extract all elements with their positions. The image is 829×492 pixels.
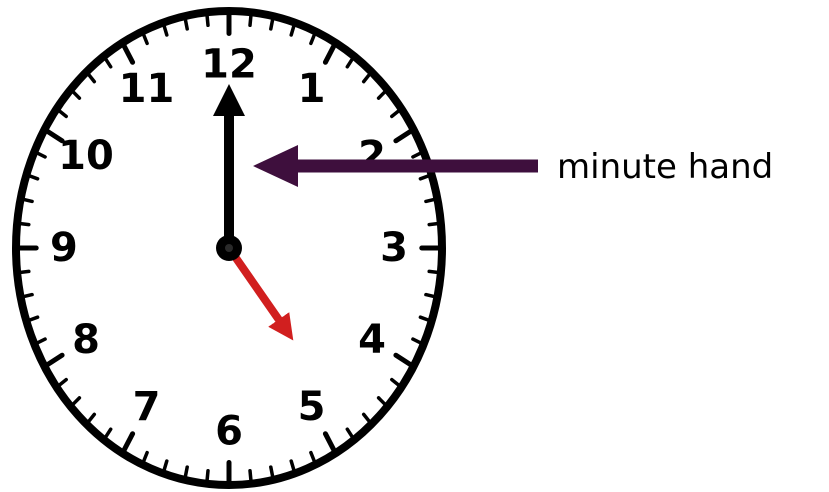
minute-tick (250, 471, 251, 484)
minute-tick (18, 223, 29, 224)
numeral-5: 5 (298, 384, 326, 430)
numeral-6: 6 (215, 409, 243, 455)
minute-tick (207, 13, 208, 25)
numeral-3: 3 (380, 225, 408, 271)
minute-tick (429, 223, 440, 224)
numeral-11: 11 (119, 66, 175, 112)
numeral-7: 7 (133, 384, 161, 430)
numeral-10: 10 (58, 133, 114, 179)
numeral-9: 9 (50, 225, 78, 271)
numeral-1: 1 (298, 66, 326, 112)
minute-tick (207, 471, 208, 484)
minute-tick (271, 17, 273, 29)
minute-hand-label: minute hand (557, 147, 773, 187)
center-pivot-highlight (225, 244, 233, 252)
numeral-4: 4 (358, 317, 386, 363)
minute-tick (271, 467, 273, 479)
numeral-12: 12 (201, 41, 257, 87)
minute-tick (185, 17, 187, 29)
numeral-8: 8 (72, 317, 100, 363)
minute-tick (185, 467, 187, 479)
minute-tick (18, 271, 29, 272)
minute-tick (429, 271, 440, 272)
minute-tick (250, 13, 251, 25)
